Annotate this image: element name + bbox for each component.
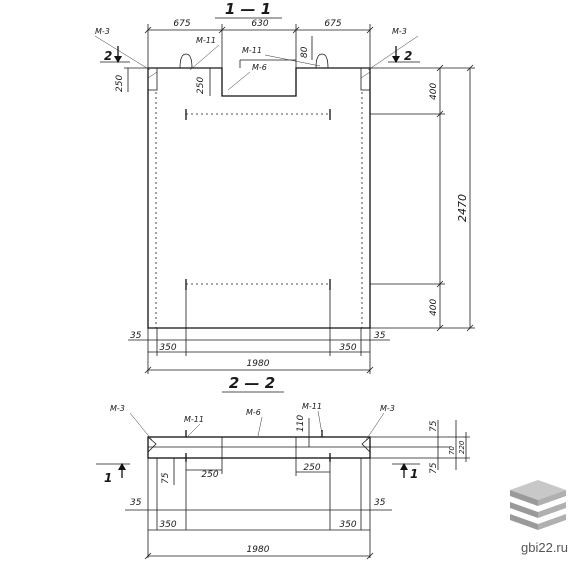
watermark-text[interactable]: gbi22.ru: [521, 540, 568, 555]
dim-35-left: 35: [130, 331, 142, 341]
label-m3-right: М-3: [392, 27, 407, 36]
dim-350-left-2: 350: [159, 520, 176, 530]
dim-350-right: 350: [339, 343, 356, 353]
dim-1980-top: 1980: [247, 359, 270, 369]
section-2-2: 2 — 2 М-3 М-11 М-6 М-11 М-3 75 250 110: [96, 374, 470, 560]
dim-400-bottom: 400: [429, 299, 439, 316]
dim-350-left: 350: [159, 343, 176, 353]
cut-2-left: 2: [104, 49, 112, 63]
dim-1980-bottom: 1980: [247, 545, 270, 555]
dim-250-mid: 250: [196, 77, 206, 94]
m11-loop-left: [179, 53, 193, 69]
label-m11-left-2: М-11: [184, 415, 204, 424]
dim-70: 70: [448, 446, 456, 455]
label-m3-right-2: М-3: [380, 404, 395, 413]
label-m6: М-6: [252, 63, 267, 72]
dim-2470: 2470: [456, 194, 469, 222]
dim-630: 630: [251, 19, 268, 29]
dim-75-left: 75: [161, 472, 171, 484]
label-m11-left: М-11: [196, 36, 216, 45]
label-m3-left: М-3: [95, 27, 110, 36]
slab-outline-top: [147, 67, 371, 329]
label-m3-left-2: М-3: [110, 404, 125, 413]
dim-250-right-2: 250: [303, 463, 320, 473]
cut-1-right: 1: [410, 467, 418, 481]
section-1-1: 1 — 1 675 630 675: [94, 0, 475, 374]
cut-1-left: 1: [104, 471, 112, 485]
section-2-2-title: 2 — 2: [229, 374, 275, 392]
dim-400-top: 400: [429, 83, 439, 100]
dim-220: 220: [458, 440, 466, 454]
dim-75-top: 75: [429, 420, 439, 432]
dim-35-right: 35: [374, 331, 386, 341]
label-m6-2: М-6: [246, 408, 261, 417]
dim-75-bottom: 75: [429, 462, 439, 474]
slab-profile: [147, 436, 371, 459]
dim-35-right-2: 35: [374, 498, 386, 508]
label-m11-right-2: М-11: [302, 402, 322, 411]
label-m11-right: М-11: [242, 46, 262, 55]
cut-2-right: 2: [404, 49, 412, 63]
section-1-1-title: 1 — 1: [225, 0, 271, 18]
stacked-slabs-logo: [510, 480, 566, 530]
dim-675-left: 675: [173, 19, 190, 29]
dim-350-right-2: 350: [339, 520, 356, 530]
dim-675-right: 675: [324, 19, 341, 29]
dim-110: 110: [296, 415, 306, 432]
m3-pocket-right: [360, 67, 371, 91]
dim-35-left-2: 35: [130, 498, 142, 508]
dim-80: 80: [300, 46, 310, 58]
m11-loop-right: [315, 53, 329, 69]
m3-pocket-left: [147, 67, 158, 91]
dim-250-left: 250: [115, 75, 125, 92]
dim-250-left-2: 250: [201, 470, 218, 480]
